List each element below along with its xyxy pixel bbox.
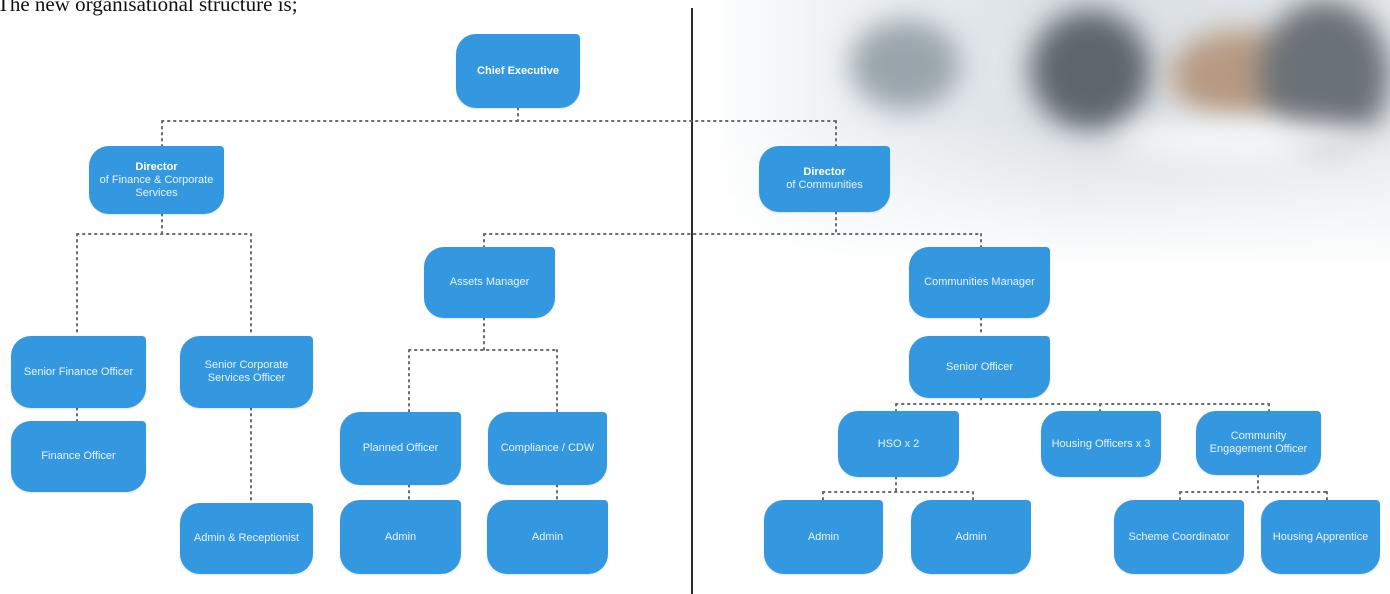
node-label: Admin: [531, 530, 564, 543]
node-planned-officer: Planned Officer: [340, 412, 461, 485]
node-label: Admin & Receptionist: [193, 532, 300, 544]
vertical-divider: [691, 8, 693, 594]
node-label: Assets Manager: [449, 276, 530, 288]
background-photo: [700, 0, 1390, 270]
node-assets-manager: Assets Manager: [424, 247, 555, 318]
node-label: of Communities: [786, 179, 863, 191]
node-admin-receptionist: Admin & Receptionist: [180, 503, 313, 574]
node-hso: HSO x 2: [838, 411, 959, 477]
node-label: Admin: [955, 530, 987, 543]
node-compliance: Compliance / CDW: [488, 412, 607, 485]
node-housing-apprentice: Housing Apprentice: [1261, 500, 1380, 574]
node-admin-2: Admin: [487, 500, 608, 574]
node-label: Planned Officer: [362, 442, 439, 454]
node-senior-corporate-services-officer: Senior Corporate Services Officer: [180, 336, 313, 408]
node-label: Senior Corporate Services Officer: [204, 359, 289, 384]
node-admin-4: Admin: [911, 500, 1031, 574]
node-label: Compliance / CDW: [500, 442, 595, 454]
node-admin-3: Admin: [764, 500, 883, 574]
node-label: Admin: [807, 530, 840, 543]
node-admin-1: Admin: [340, 500, 461, 574]
node-title: Director: [135, 160, 178, 173]
node-title: Chief Executive: [477, 64, 559, 77]
node-finance-officer: Finance Officer: [11, 421, 146, 492]
node-title: Director: [803, 166, 846, 178]
node-housing-officers: Housing Officers x 3: [1041, 411, 1161, 477]
node-chief-executive: Chief Executive: [456, 34, 580, 108]
node-label: Admin: [384, 530, 417, 543]
node-label: Senior Officer: [945, 360, 1014, 373]
node-senior-officer: Senior Officer: [909, 336, 1050, 398]
node-label: of Finance & Corporate Services: [99, 173, 214, 199]
node-senior-finance-officer: Senior Finance Officer: [11, 336, 146, 408]
node-label: Finance Officer: [41, 450, 116, 462]
node-label: Community Engagement Officer: [1209, 430, 1308, 455]
node-label: Housing Apprentice: [1272, 530, 1369, 543]
node-label: Senior Finance Officer: [23, 365, 134, 378]
node-label: HSO x 2: [877, 437, 920, 450]
node-community-engagement-officer: Community Engagement Officer: [1196, 411, 1321, 475]
node-scheme-coordinator: Scheme Coordinator: [1114, 500, 1244, 574]
node-label: Housing Officers x 3: [1051, 437, 1151, 450]
node-label: Communities Manager: [924, 276, 1035, 288]
node-communities-manager: Communities Manager: [909, 247, 1050, 318]
node-label: Scheme Coordinator: [1128, 530, 1230, 543]
intro-text: The new organisational structure is;: [0, 0, 298, 16]
